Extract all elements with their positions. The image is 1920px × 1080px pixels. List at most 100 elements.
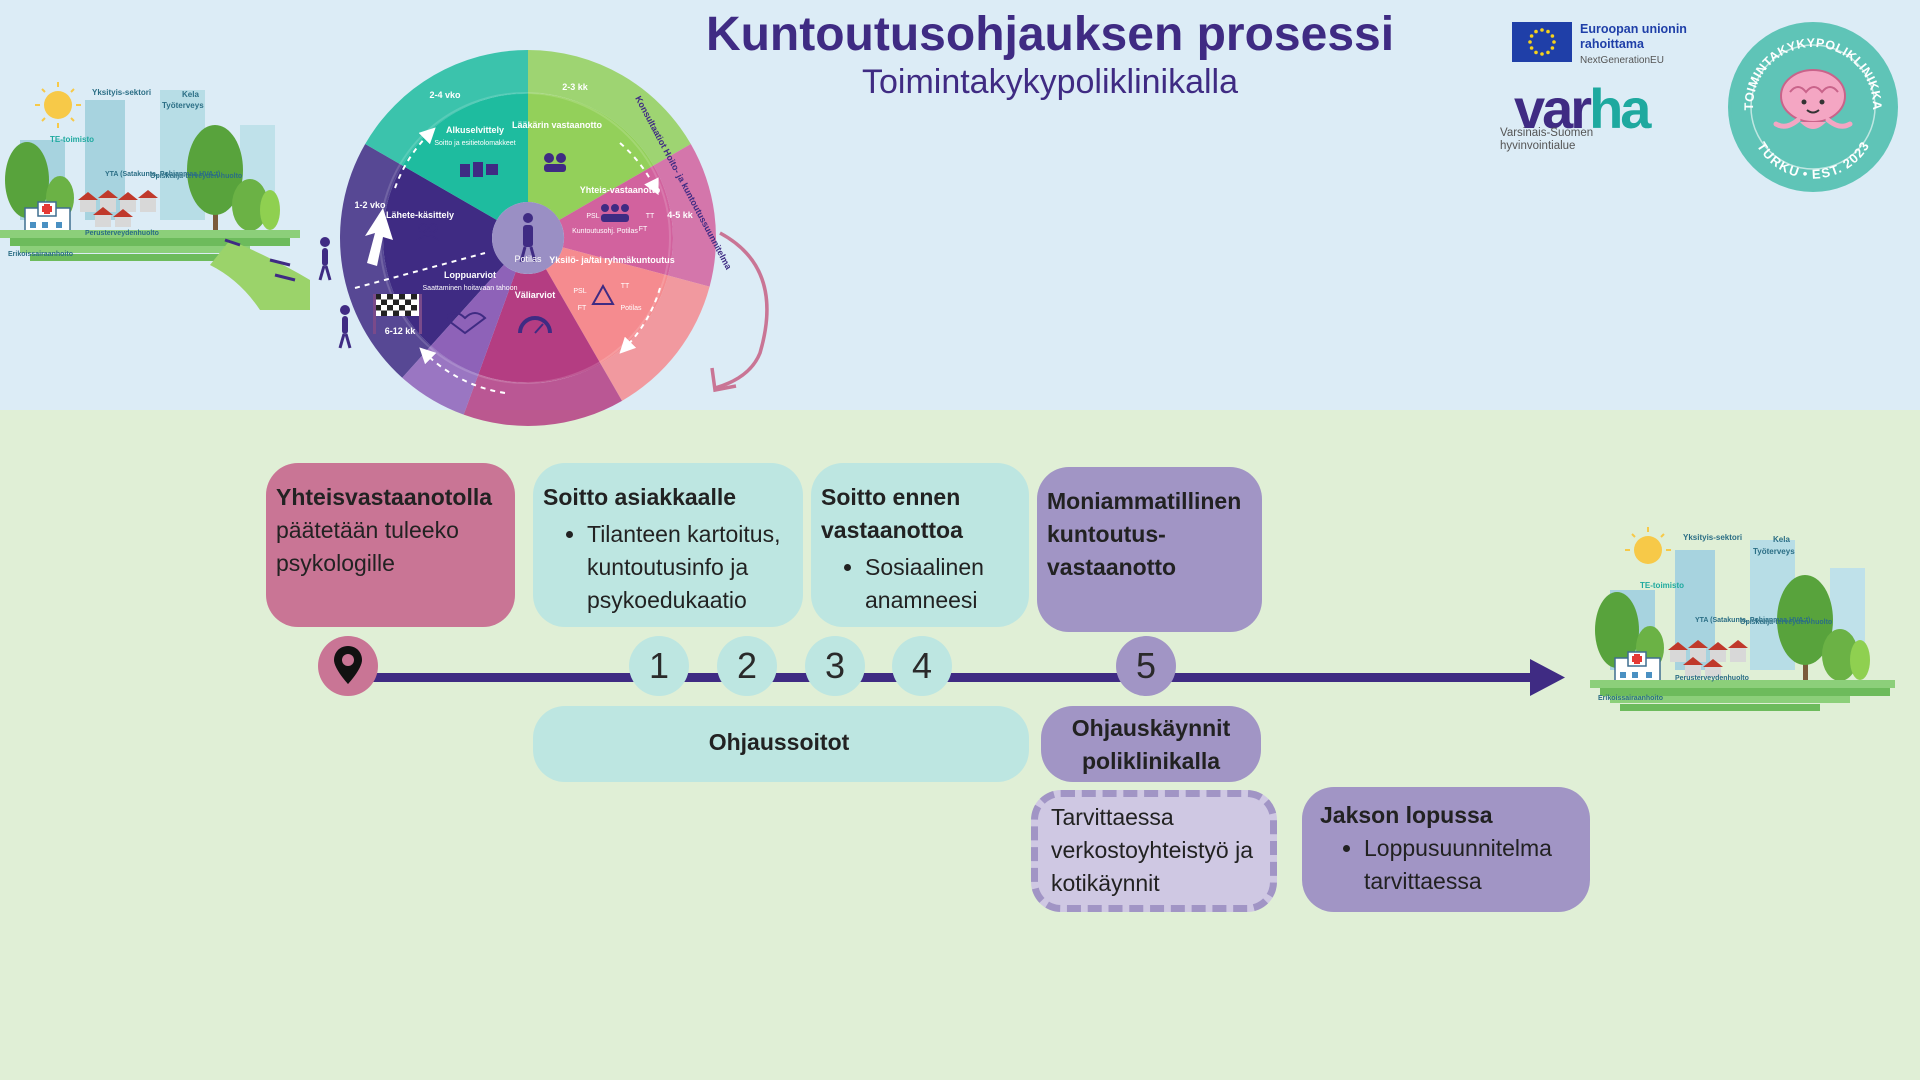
varha-line2: hyvinvointialue [1500,140,1576,152]
step-5: 5 [1116,636,1176,696]
path-arrows [224,238,296,282]
seg-lahetekasittely: Lähete-käsittely [386,210,454,220]
box-moniammatillinen: Moniammatillinen kuntoutus-vastaanotto [1037,467,1262,632]
varha-line1: Varsinais-Suomen [1500,127,1594,139]
label-perusterveydenhuolto: Perusterveydenhuolto [85,230,159,237]
box-bullet: Loppusuunnitelma tarvittaessa [1364,832,1576,898]
label-erikoissairaanhoito-r: Erikoissairaanhoito [1598,695,1663,702]
box-jakson-lopussa: Jakson lopussa Loppusuunnitelma tarvitta… [1302,787,1590,912]
seg-yhteisvastaanotto: Yhteis-vastaanotto [580,185,661,195]
box-soitto-ennen-vastaanottoa: Soitto ennen vastaanottoa Sosiaalinen an… [811,463,1029,627]
label-erikoissairaanhoito: Erikoissairaanhoito [8,251,73,258]
wheel-inner-slice [546,247,669,364]
landscape-right: Yksityis-sektori Kela Työterveys TE-toim… [1585,520,1905,740]
page-title: Kuntoutusohjauksen prosessi [705,8,1395,61]
box-ohjauskaynnit: Ohjauskäynnit poliklinikalla [1041,706,1261,782]
role-ft-2: FT [578,305,587,312]
wheel-outer-slice [600,275,710,401]
label-yta: YTA (Satakunta, Pohjanmaa HVA:t) [105,171,220,178]
time-6-12-kk: 6-12 kk [385,326,417,336]
eu-line3: NextGenerationEU [1580,55,1664,66]
label-perusterveydenhuolto-r: Perusterveydenhuolto [1675,675,1749,682]
box-bullet: Sosiaalinen anamneesi [865,551,1015,617]
toimintakykypoliklinikka-badge: TOIMINTAKYKYPOLIKLINIKKA TURKU • EST. 20… [1728,22,1898,192]
seg-loppuarviot-detail: Saattaminen hoitavaan tahoon [423,285,518,292]
wheel-outer-slice [365,50,528,166]
seg-loppuarviot: Loppuarviot [444,270,496,280]
seg-alkuselvittely: Alkuselvittely [446,125,504,135]
box-ohjaussoitot: Ohjaussoitot [533,706,1029,782]
process-wheel: Potilas Lähete-käsittely Alkuselvittely … [335,48,775,440]
role-ft: FT [639,226,648,233]
patient-icon [519,213,537,263]
handshake-icon [443,312,487,335]
sun-icon [35,82,81,128]
eu-text: Euroopan unionin rahoittama NextGenerati… [1580,22,1687,68]
curved-arrow-icon [700,228,790,398]
box-title: Jakson lopussa [1320,802,1493,828]
landscape-left: Yksityis-sektori Kela Työterveys TE-toim… [0,70,340,310]
box-title: Moniammatillinen kuntoutus-vastaanotto [1047,488,1242,580]
header: Kuntoutusohjauksen prosessi Toimintakyky… [700,8,1400,102]
brain-icon [1773,69,1853,129]
documents-icon [460,162,498,177]
label-tyoterveys: Työterveys [162,101,204,110]
varha-var: var [1514,77,1592,140]
sun-icon [1625,527,1671,564]
eu-line1: Euroopan unionin [1580,22,1687,36]
box-yhteisvastaanotolla: Yhteisvastaanotolla päätetään tuleeko ps… [266,463,515,627]
step-3: 3 [805,636,865,696]
box-title: Yhteisvastaanotolla [276,484,493,510]
box-title: Ohjauskäynnit poliklinikalla [1071,715,1231,774]
finish-flag-icon [373,294,422,334]
wheel-outer-slice [528,50,691,166]
eu-line2: rahoittama [1580,37,1644,51]
sky-background [0,0,1920,410]
role-potilas: Potilas [620,305,642,312]
box-soitto-asiakkaalle: Soitto asiakkaalle Tilanteen kartoitus, … [533,463,803,627]
time-4-5-kk: 4-5 kk [667,210,694,220]
label-yta-r: YTA (Satakunta, Pohjanmaa HVA:t) [1695,617,1810,624]
box-text: päätetään tuleeko psykologille [276,517,459,576]
label-opiskelijaterveydenhuolto: Opiskelija-terveyden-huolto [150,173,242,180]
page-subtitle: Toimintakykypoliklinikalla [861,63,1239,101]
timeline-axis [340,656,1570,700]
box-title: Soitto ennen vastaanottoa [821,484,963,543]
label-kela-r: Kela [1773,535,1790,544]
seg-yhteisvastaanotto-detail: Kuntoutusohj. Potilas [572,228,638,235]
start-marker [318,636,378,696]
varha-ha: ha [1589,77,1651,140]
varha-subtitle: Varsinais-Suomen hyvinvointialue [1500,127,1650,153]
wheel-outer-slice [653,144,716,287]
label-yksityissektori-r: Yksityis-sektori [1683,533,1742,542]
role-psl: PSL [586,213,599,220]
role-psl-2: PSL [573,288,586,295]
doctor-icon [544,153,566,172]
wheel-inner-slice [402,93,528,220]
varha-wordmark: varha [1514,77,1651,140]
seg-yksilo-ryhmakuntoutus: Yksilö- ja/tai ryhmäkuntoutus [549,255,675,265]
box-text: Tarvittaessa verkostoyhteistyö ja kotikä… [1051,804,1253,896]
team-icon [601,204,629,222]
label-opiskelijaterveydenhuolto-r: Opiskelija-terveyden-huolto [1740,619,1832,626]
box-title: Soitto asiakkaalle [543,484,737,510]
step-1: 1 [629,636,689,696]
box-title: Ohjaussoitot [708,729,850,755]
seg-laakarin-vastaanotto: Lääkärin vastaanotto [512,120,603,130]
time-1-2-vko: 1-2 vko [354,200,386,210]
seg-valiarviot: Väliarviot [515,290,556,300]
wheel-inner-slice [528,93,654,220]
eu-flag-icon [1512,22,1572,62]
label-kela: Kela [182,90,199,99]
role-tt-2: TT [621,283,630,290]
location-pin-icon [334,646,362,684]
time-2-4-vko: 2-4 vko [429,90,461,100]
label-yksityissektori: Yksityis-sektori [92,88,151,97]
person-icon [338,305,352,349]
box-verkostoyhteistyo: Tarvittaessa verkostoyhteistyö ja kotikä… [1031,790,1277,912]
label-tyoterveys-r: Työterveys [1753,547,1795,556]
people-icon [416,223,440,241]
wheel-outer-slice [339,144,431,378]
step-4: 4 [892,636,952,696]
wheel-inner-slice [430,264,516,375]
